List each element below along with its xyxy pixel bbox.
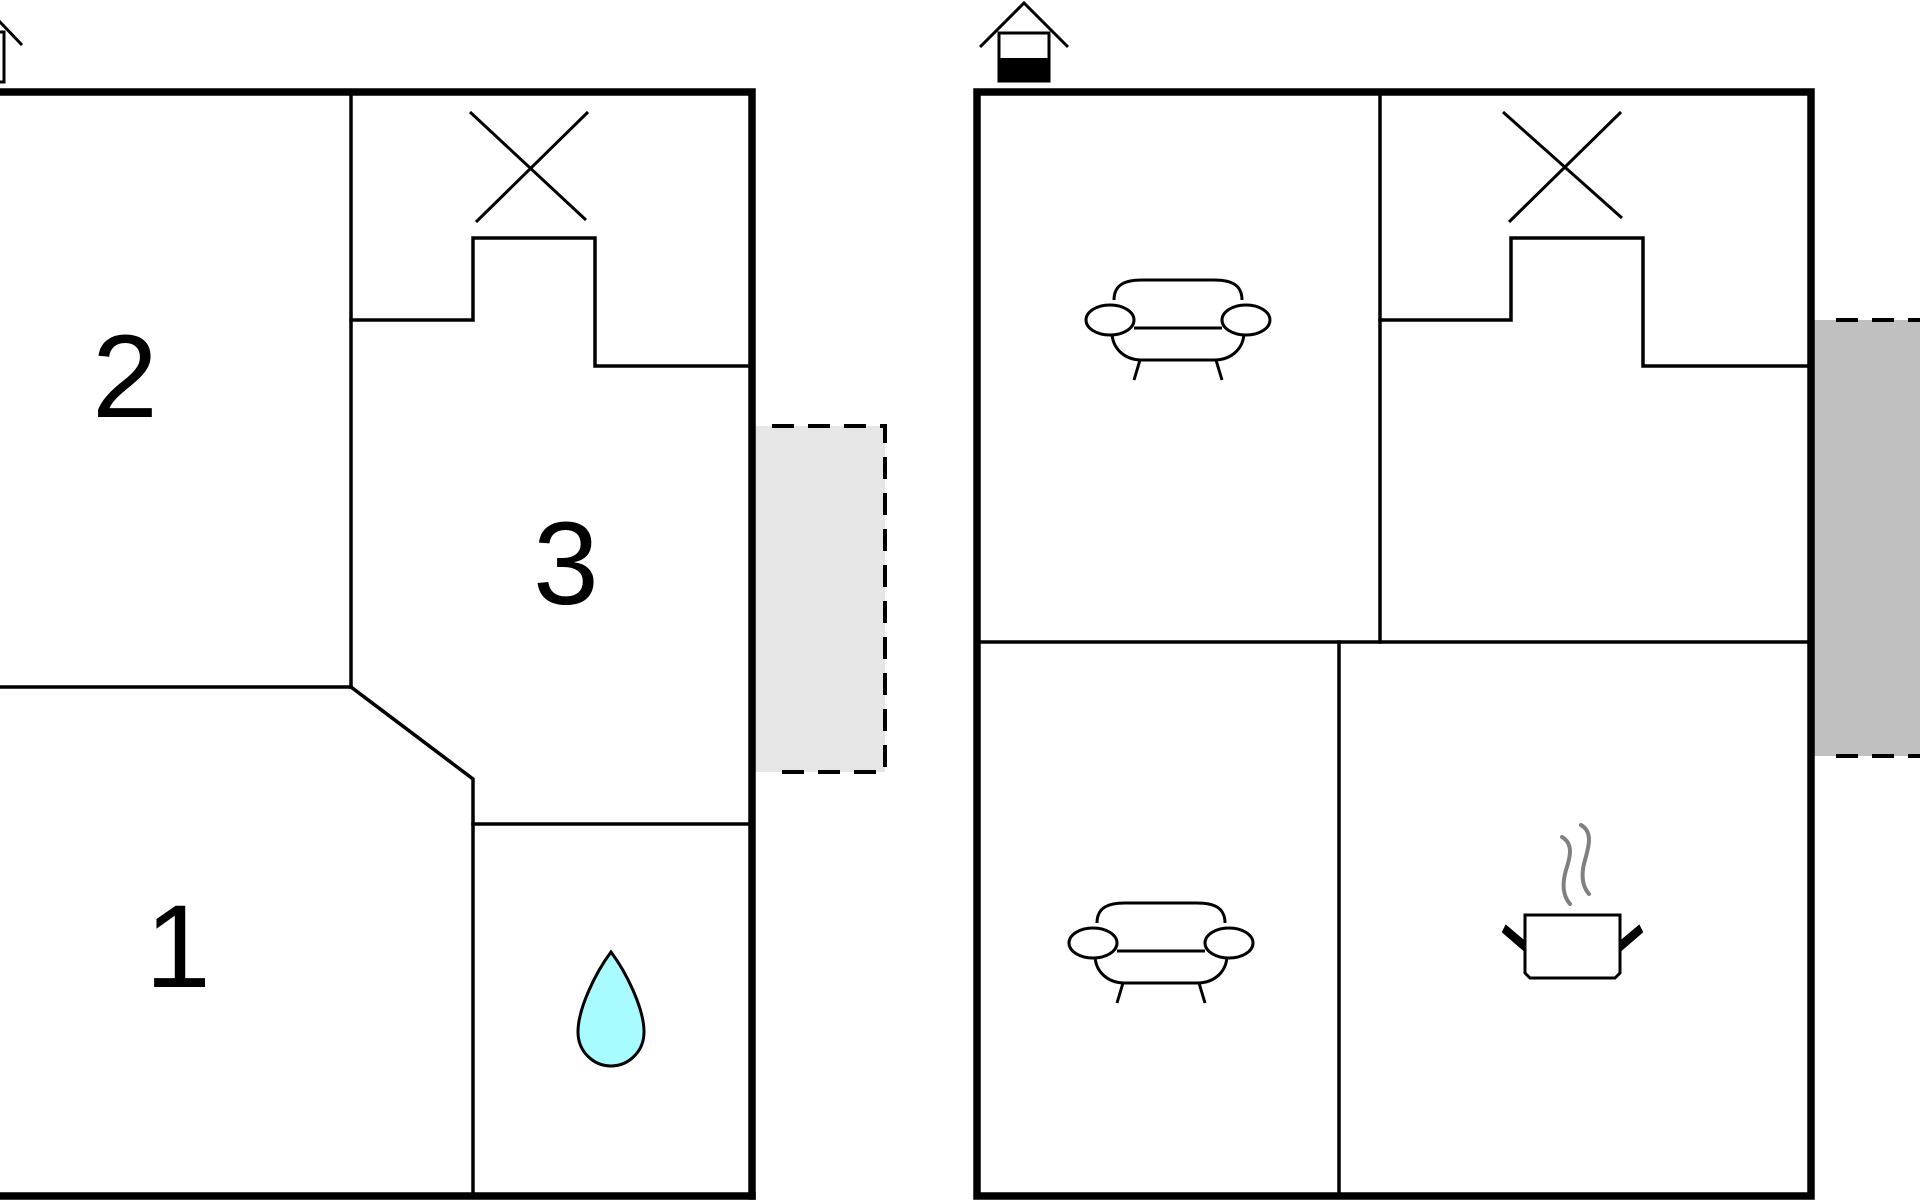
room-number: 3 (533, 498, 599, 630)
interior-walls (0, 93, 750, 1198)
room-number: 1 (145, 881, 211, 1013)
sofa-icon (1067, 901, 1255, 1004)
outer-wall (0, 88, 756, 1200)
floor-plan-left: 2 3 1 (0, 19, 887, 1200)
staircase-x-icon (1502, 110, 1623, 224)
sofa-icon (1084, 278, 1272, 381)
interior-walls (978, 93, 1810, 1198)
room-number: 2 (92, 311, 158, 443)
water-drop-icon (576, 949, 646, 1068)
house-ground-floor-icon (0, 19, 24, 84)
staircase-x-icon (468, 110, 590, 224)
outer-wall (973, 88, 1815, 1200)
terrace-area (1814, 318, 1920, 758)
terrace-area (755, 424, 887, 774)
house-upper-floor-icon (978, 0, 1070, 83)
cooking-pot-icon (1501, 823, 1644, 980)
floor-plan-right (973, 0, 1920, 1200)
